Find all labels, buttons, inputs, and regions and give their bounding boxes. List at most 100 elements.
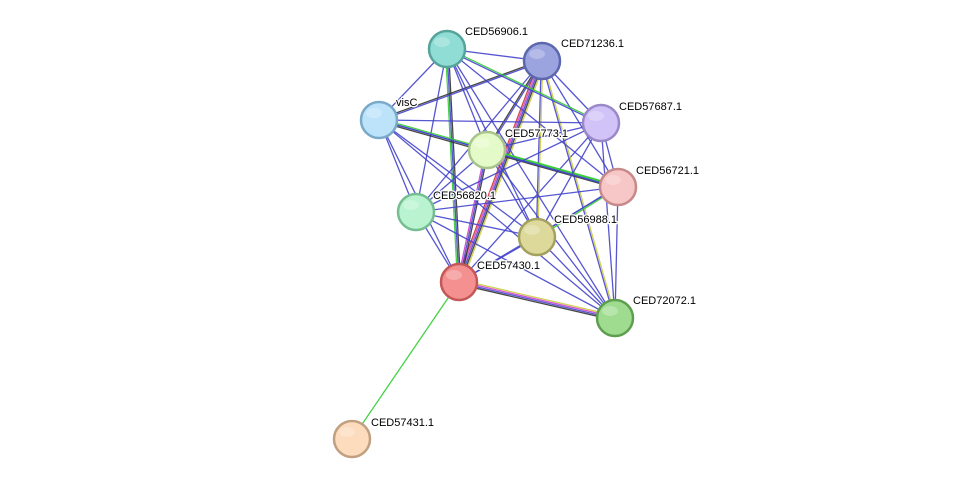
edge-visc-ced72072-1 <box>378 119 616 319</box>
node-circle[interactable] <box>517 217 557 257</box>
edge-line <box>378 59 542 120</box>
edge-ced56820-1-ced56988-1 <box>415 211 538 238</box>
edge-ced57773-1-ced56721-1 <box>486 148 619 189</box>
node-label: CED56988.1 <box>554 214 617 226</box>
edge-line <box>455 59 540 282</box>
node-circle[interactable] <box>332 419 372 459</box>
edge-line <box>446 48 619 188</box>
node-label: CED56820.1 <box>433 190 496 202</box>
edge-line <box>535 60 542 237</box>
node-ced56988-1[interactable]: CED56988.1 <box>517 213 618 257</box>
node-highlight <box>588 111 604 121</box>
edge-line <box>486 122 602 151</box>
edge-ced57430-1-ced57773-1 <box>456 149 490 283</box>
node-ced57431-1[interactable]: CED57431.1 <box>332 416 435 459</box>
node-highlight <box>474 138 490 148</box>
node-label: CED57773.1 <box>505 128 568 140</box>
edge-ced56820-1-ced72072-1 <box>415 211 616 319</box>
edge-line <box>415 211 616 319</box>
node-label: CED57430.1 <box>477 260 540 272</box>
node-label: CED56906.1 <box>465 26 528 38</box>
node-circle[interactable] <box>595 298 635 338</box>
node-highlight <box>446 270 462 280</box>
node-ced57430-1[interactable]: CED57430.1 <box>439 259 541 302</box>
node-circle[interactable] <box>359 100 399 140</box>
edge-line <box>415 211 538 238</box>
edge-line <box>458 282 615 320</box>
edge-line <box>458 149 488 283</box>
edge-ced71236-1-ced56721-1 <box>541 60 619 188</box>
node-highlight <box>434 37 450 47</box>
edge-ced57430-1-ced57431-1 <box>351 281 460 440</box>
edge-ced57430-1-ced72072-1 <box>458 279 616 321</box>
edge-ced57687-1-ced72072-1 <box>600 122 616 319</box>
node-circle[interactable] <box>396 192 436 232</box>
edge-ced56906-1-ced57687-1 <box>446 47 602 125</box>
node-ced57687-1[interactable]: CED57687.1 <box>581 100 683 143</box>
node-ced56906-1[interactable]: CED56906.1 <box>427 25 529 69</box>
edge-line <box>461 61 546 284</box>
node-highlight <box>529 49 545 59</box>
edge-line <box>614 186 619 319</box>
node-circle[interactable] <box>467 130 507 170</box>
edge-line <box>444 49 459 283</box>
node-label: CED57687.1 <box>619 101 682 113</box>
edge-ced56906-1-ced72072-1 <box>446 48 616 319</box>
node-circle[interactable] <box>439 262 479 302</box>
edge-ced56721-1-ced56820-1 <box>415 186 619 213</box>
node-ced56820-1[interactable]: CED56820.1 <box>396 189 497 232</box>
node-circle[interactable] <box>427 29 467 69</box>
edge-line <box>458 283 615 321</box>
node-visc[interactable]: visC <box>359 96 419 140</box>
edge-line <box>446 48 616 319</box>
node-label: CED71236.1 <box>561 38 624 50</box>
node-ced71236-1[interactable]: CED71236.1 <box>522 37 625 81</box>
node-circle[interactable] <box>522 41 562 81</box>
edge-line <box>537 61 544 238</box>
edge-line <box>600 122 616 319</box>
edge-line <box>536 122 602 238</box>
edge-line <box>541 60 619 188</box>
node-label: CED57431.1 <box>371 417 434 429</box>
edge-line <box>459 150 490 283</box>
edge-ced56721-1-ced72072-1 <box>614 186 619 319</box>
edge-line <box>447 47 602 123</box>
edge-ced57687-1-ced56820-1 <box>415 122 602 213</box>
edge-line <box>378 119 602 124</box>
node-highlight <box>366 108 382 118</box>
edge-line <box>415 186 619 213</box>
node-ced57773-1[interactable]: CED57773.1 <box>467 127 569 170</box>
edge-line <box>378 119 616 319</box>
node-circle[interactable] <box>581 103 621 143</box>
edge-line <box>415 122 602 213</box>
edge-line <box>379 61 543 122</box>
edge-line <box>415 48 448 213</box>
edge-ced57687-1-ced56988-1 <box>536 122 602 238</box>
node-highlight <box>605 175 621 185</box>
edge-line <box>456 149 487 282</box>
edge-line <box>459 279 616 317</box>
node-circle[interactable] <box>598 167 638 207</box>
node-highlight <box>403 200 419 210</box>
edge-ced57430-1-ced57687-1 <box>458 122 602 283</box>
node-ced56721-1[interactable]: CED56721.1 <box>598 164 700 207</box>
edge-ced71236-1-visc <box>378 59 543 122</box>
edge-line <box>540 61 615 319</box>
edge-ced56906-1-ced56721-1 <box>446 48 619 188</box>
edge-visc-ced56988-1 <box>378 119 538 238</box>
edge-line <box>542 60 617 318</box>
node-highlight <box>339 427 355 437</box>
node-ced72072-1[interactable]: CED72072.1 <box>595 294 697 338</box>
node-label: CED72072.1 <box>633 295 696 307</box>
edge-line <box>458 122 602 283</box>
edge-line <box>446 49 601 125</box>
edge-line <box>446 48 460 283</box>
edge-ced71236-1-ced56988-1 <box>535 60 544 238</box>
node-label: visC <box>396 97 417 109</box>
edge-ced57773-1-ced57687-1 <box>486 122 602 151</box>
edge-ced57430-1-ced56906-1 <box>444 48 462 283</box>
edge-line <box>486 150 618 189</box>
edge-line <box>459 280 616 318</box>
